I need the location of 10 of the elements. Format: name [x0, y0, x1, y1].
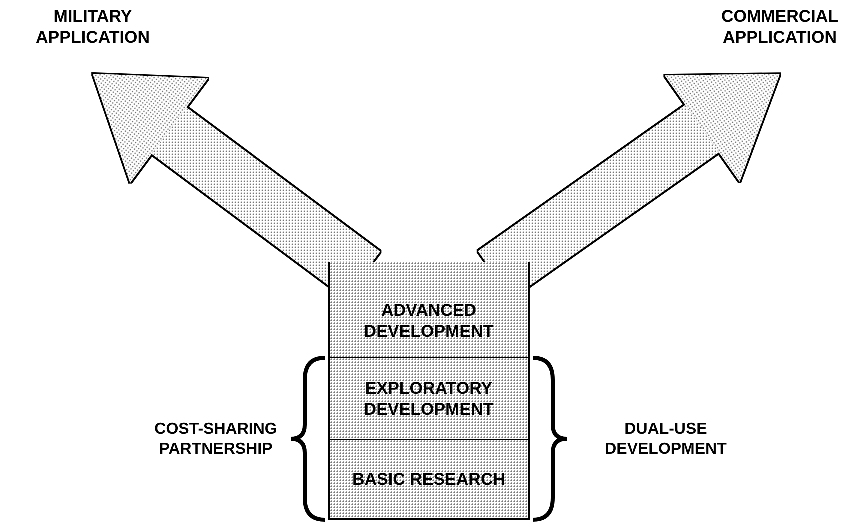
side-label: DUAL-USE DEVELOPMENT: [604, 420, 728, 460]
band-label: EXPLORATORY DEVELOPMENT: [363, 378, 495, 420]
stage-band: [328, 440, 530, 520]
outcome-label: COMMERCIAL APPLICATION: [700, 6, 860, 52]
stage-band: [328, 358, 530, 440]
band-label: BASIC RESEARCH: [351, 468, 507, 490]
outcome-label: MILITARY APPLICATION: [8, 6, 178, 52]
band-label: ADVANCED DEVELOPMENT: [363, 300, 495, 342]
stage-band: [328, 262, 530, 358]
side-label: COST-SHARING PARTNERSHIP: [154, 420, 278, 460]
